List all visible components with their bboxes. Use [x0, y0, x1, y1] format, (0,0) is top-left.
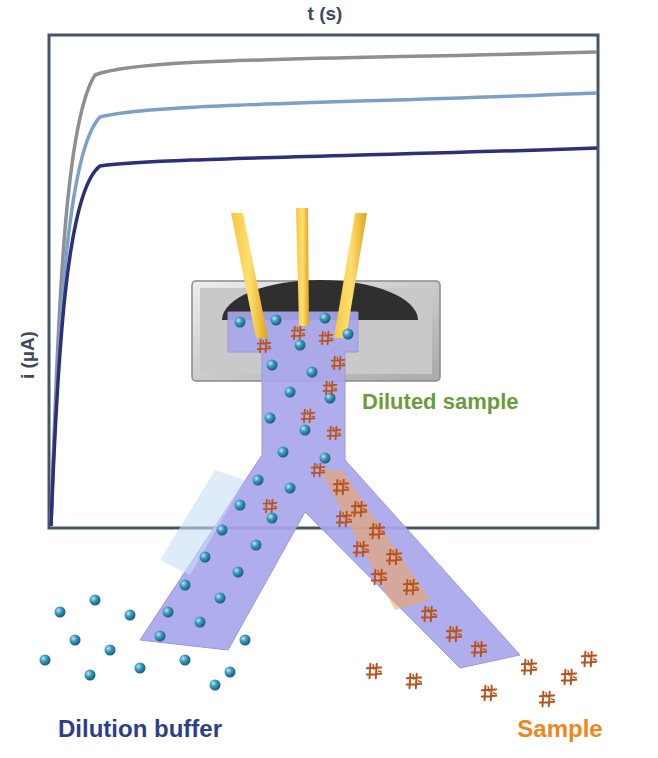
reservoir-label: Dilution buffer [58, 715, 222, 743]
channel-label: Diluted sample [362, 389, 518, 415]
reservoir: Sample [335, 635, 620, 715]
axis-label: i (µA) [17, 331, 39, 379]
sample-flow [320, 470, 430, 610]
axis-label: t (s) [308, 3, 343, 25]
electrode [296, 208, 309, 326]
buffer-flow [160, 470, 245, 575]
reservoir-label: Sample [517, 715, 602, 743]
paper-channel [140, 312, 520, 668]
electrode [334, 213, 367, 338]
plot-frame [49, 35, 598, 528]
reservoir-outline [15, 585, 270, 695]
current-curve [51, 93, 597, 526]
current-curve [51, 52, 597, 526]
electrode [231, 213, 268, 338]
sample-molecules [258, 327, 597, 707]
reservoir-outline [335, 635, 620, 715]
buffer-particles [40, 313, 354, 691]
reservoir: Dilution buffer [15, 585, 270, 695]
